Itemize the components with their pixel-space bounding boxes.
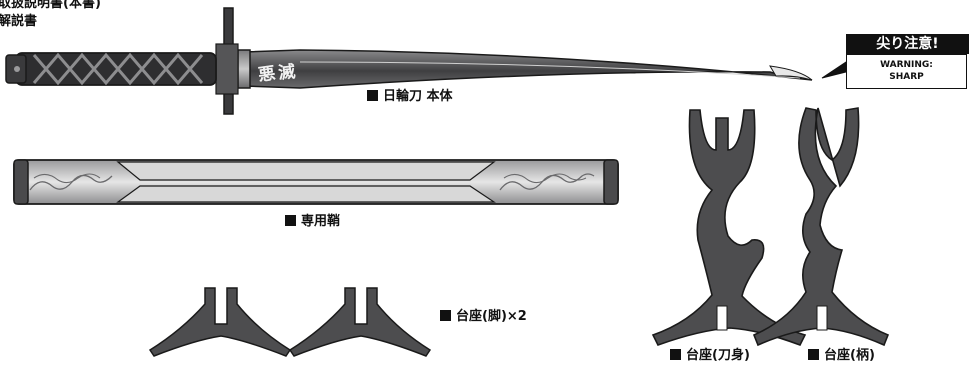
guide-label: 解説書	[0, 14, 38, 29]
svg-text:滅: 滅	[277, 61, 296, 84]
label-sword-bullet	[367, 90, 378, 101]
stand-leg-1	[148, 287, 292, 357]
scabbard	[13, 159, 619, 205]
label-blade-stand-bullet	[670, 349, 681, 360]
label-scabbard-text: 専用鞘	[301, 214, 341, 229]
warning-box: WARNING: SHARP	[846, 54, 967, 89]
warning-title: 尖り注意!	[846, 34, 969, 54]
warning-line1: WARNING:	[880, 60, 933, 70]
label-legs-bullet	[440, 310, 451, 321]
stand-leg-2	[288, 287, 432, 357]
label-blade-stand: 台座(刀身)	[670, 348, 750, 364]
label-legs-text: 台座(脚)×2	[456, 309, 527, 324]
svg-text:悪: 悪	[257, 64, 277, 86]
manual-label: 取扱説明書(本書)	[0, 0, 101, 11]
label-hilt-stand-bullet	[808, 349, 819, 360]
label-scabbard-bullet	[285, 215, 296, 226]
sword-blade	[243, 49, 813, 89]
stand-hilt	[752, 107, 890, 347]
label-hilt-stand: 台座(柄)	[808, 348, 875, 364]
nichirin-sword: 悪 滅	[5, 7, 813, 115]
label-sword: 日輪刀 本体	[367, 89, 453, 105]
label-legs: 台座(脚)×2	[440, 309, 527, 325]
warning-line2: SHARP	[889, 72, 924, 82]
label-sword-text: 日輪刀 本体	[383, 89, 453, 104]
label-blade-stand-text: 台座(刀身)	[686, 348, 750, 363]
stand-blade	[651, 109, 807, 347]
label-hilt-stand-text: 台座(柄)	[824, 348, 875, 363]
label-scabbard: 専用鞘	[285, 214, 340, 230]
